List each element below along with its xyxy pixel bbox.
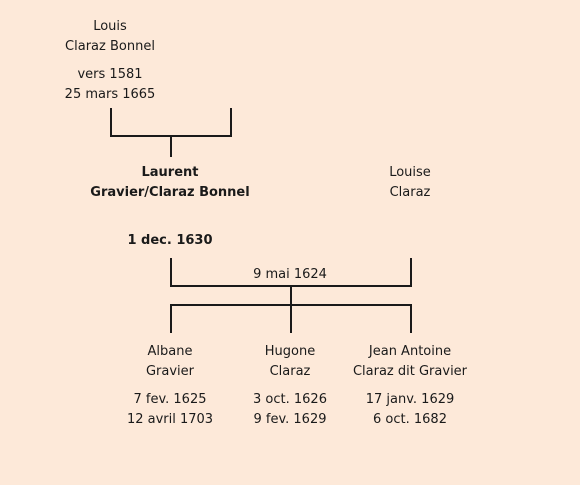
connector-line	[170, 258, 172, 287]
person-hugone-claraz[interactable]: Hugone Claraz 3 oct. 1626 9 fev. 1629	[210, 342, 370, 430]
marriage-date: 9 mai 1624	[253, 267, 327, 282]
person-louise-claraz[interactable]: Louise Claraz	[330, 163, 490, 203]
death-date: 12 avril 1703	[126, 412, 214, 427]
surname: Claraz	[269, 364, 311, 379]
death-date: 6 oct. 1682	[373, 412, 447, 427]
connector-line	[110, 108, 112, 137]
death-date: 25 mars 1665	[64, 87, 156, 102]
given-name: Laurent	[141, 165, 199, 180]
surname: Claraz dit Gravier	[352, 364, 468, 379]
birth-date: 3 oct. 1626	[253, 392, 327, 407]
surname: Claraz	[389, 185, 431, 200]
person-jean-antoine-claraz[interactable]: Jean Antoine Claraz dit Gravier 17 janv.…	[330, 342, 490, 430]
death-date: 1 dec. 1630	[127, 233, 213, 248]
person-louis-claraz-bonnel[interactable]: Louis Claraz Bonnel vers 1581 25 mars 16…	[30, 17, 190, 105]
connector-line	[410, 258, 412, 287]
connector-line	[410, 304, 412, 333]
given-name: Hugone	[264, 344, 316, 359]
given-name: Jean Antoine	[368, 344, 452, 359]
birth-date: 7 fev. 1625	[133, 392, 207, 407]
given-name: Louise	[389, 165, 431, 180]
birth-date: 17 janv. 1629	[365, 392, 455, 407]
given-name: Louis	[93, 19, 127, 34]
connector-line	[290, 285, 292, 305]
surname: Gravier/Claraz Bonnel	[90, 185, 250, 200]
connector-line	[170, 135, 172, 157]
connector-line	[230, 108, 232, 137]
person-albane-gravier[interactable]: Albane Gravier 7 fev. 1625 12 avril 1703	[90, 342, 250, 430]
surname: Claraz Bonnel	[65, 39, 155, 54]
surname: Gravier	[145, 364, 195, 379]
person-laurent-gravier[interactable]: Laurent Gravier/Claraz Bonnel 1 dec. 163…	[90, 163, 250, 248]
given-name: Albane	[147, 344, 193, 359]
birth-date: vers 1581	[77, 67, 143, 82]
connector-line	[290, 304, 292, 333]
connector-line	[170, 304, 172, 333]
birth-date	[90, 211, 250, 231]
death-date: 9 fev. 1629	[253, 412, 327, 427]
